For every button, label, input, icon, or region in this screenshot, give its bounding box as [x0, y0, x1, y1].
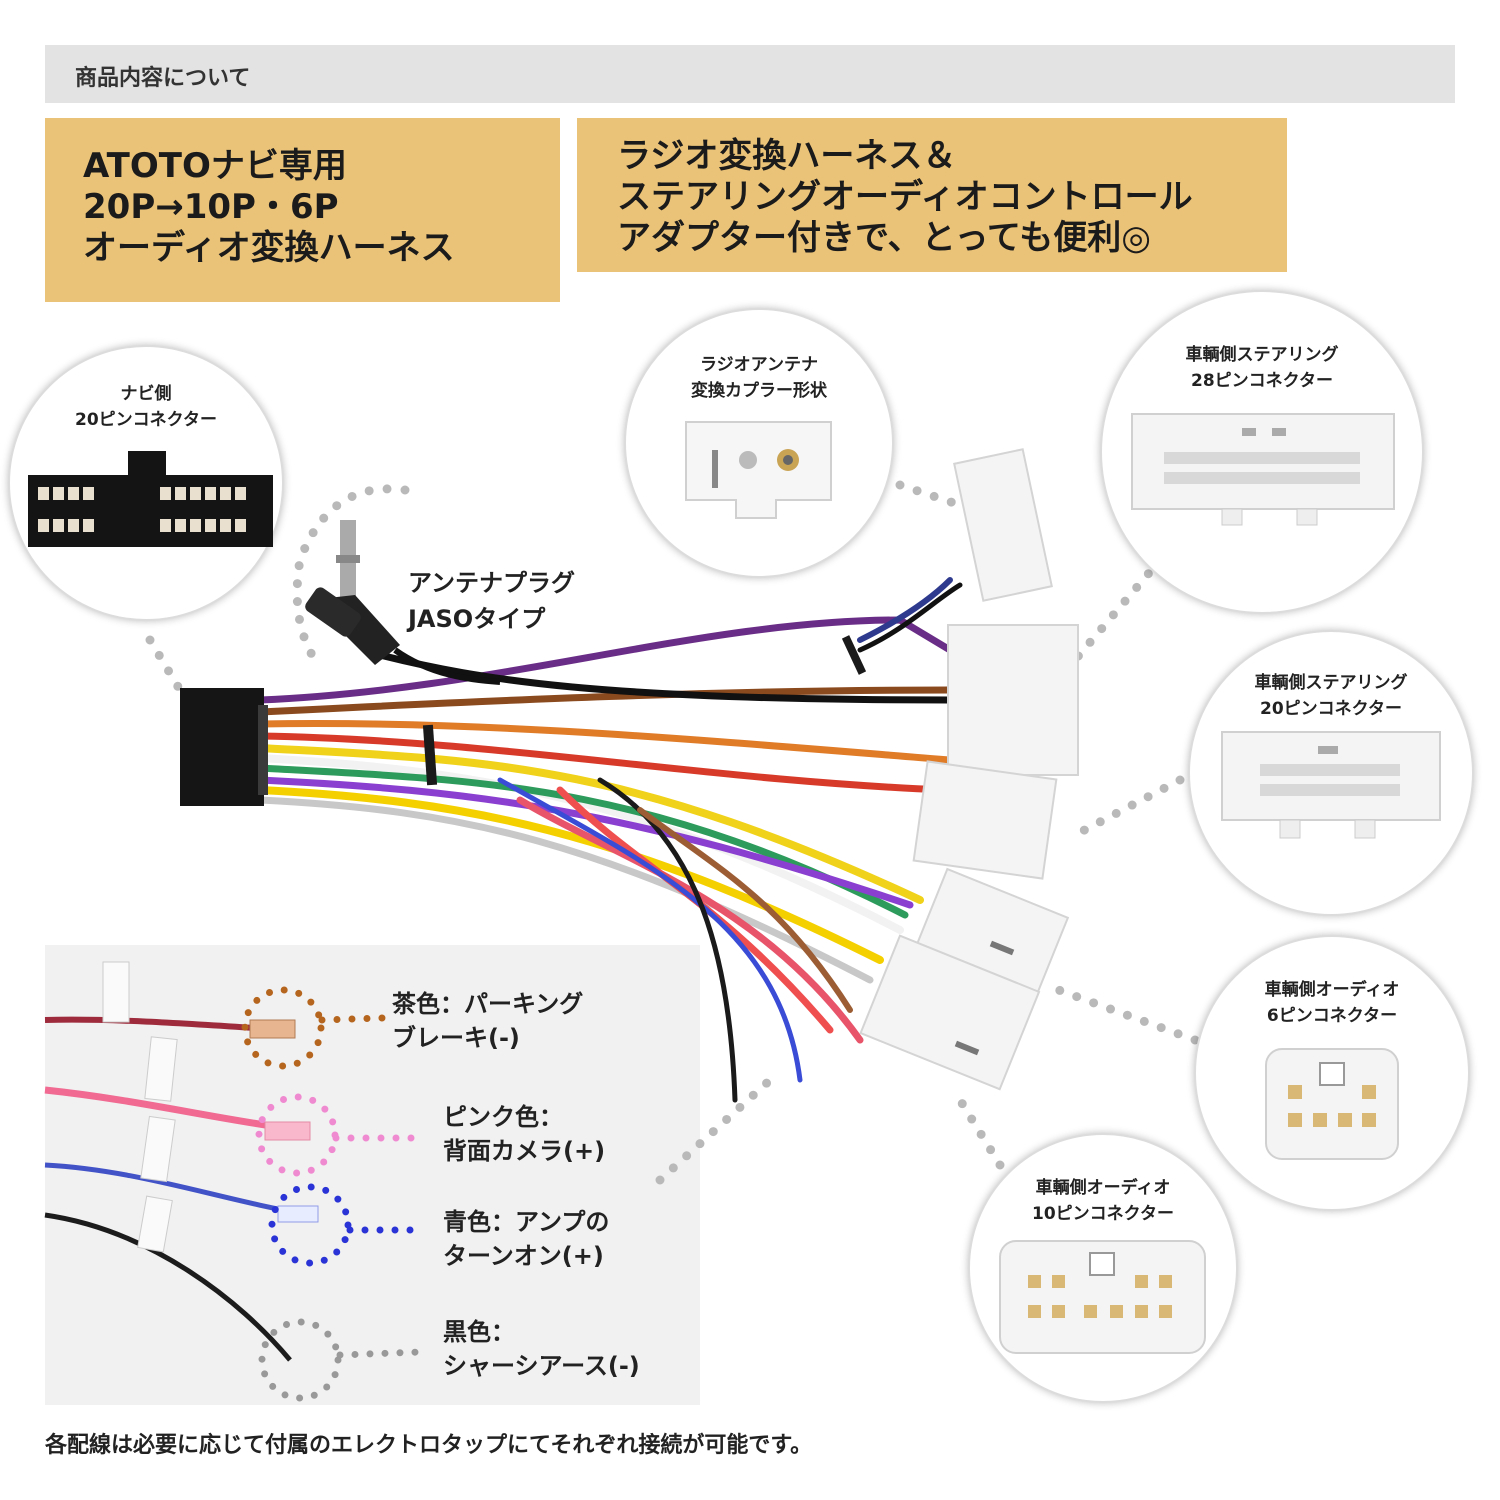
leader-lines: [145, 480, 1200, 1185]
audio-6pin-label-line-2: 6ピンコネクター: [1266, 1006, 1398, 1026]
product-title-box: ATOTOナビ専用 20P→10P・6P オーディオ変換ハーネス: [45, 118, 560, 302]
radio-antenna-callout: ラジオアンテナ 変換カプラー形状: [624, 308, 894, 578]
steering-20pin-label-line-2: 20ピンコネクター: [1260, 699, 1402, 719]
wire-legend-pink-line-1: ピンク色：: [443, 1103, 563, 1131]
header-bar: 商品内容について: [45, 45, 1455, 103]
audio-10pin-callout: 車輌側オーディオ 10ピンコネクター: [968, 1133, 1238, 1403]
antenna-plug-label-line-1: アンテナプラグ: [408, 569, 576, 597]
wire-legend-brown: 茶色：パーキング ブレーキ(-): [392, 987, 583, 1055]
navi-20pin-label-line-2: 20ピンコネクター: [75, 410, 217, 430]
wire-legend-pink: ピンク色： 背面カメラ(+): [443, 1100, 605, 1168]
antenna-plug-label-line-2: JASOタイプ: [408, 605, 546, 633]
feature-box: ラジオ変換ハーネス＆ ステアリングオーディオコントロール アダプター付きで、とっ…: [577, 118, 1287, 272]
navi-20pin-callout: ナビ側 20ピンコネクター: [8, 345, 284, 621]
audio-6pin-label-line-1: 車輌側オーディオ: [1264, 980, 1400, 1000]
wire-legend-blue-line-1: 青色：アンプの: [443, 1208, 610, 1236]
wire-legend-pink-line-2: 背面カメラ(+): [443, 1137, 606, 1165]
wire-legend-black-line-2: シャーシアース(-): [443, 1352, 640, 1380]
header-title: 商品内容について: [75, 66, 251, 91]
navi-20pin-connector-body: [180, 688, 264, 806]
audio-6pin-connector-icon: [1265, 1048, 1399, 1160]
radio-antenna-label-line-1: ラジオアンテナ: [700, 355, 818, 375]
steering-28pin-connector-icon: [1131, 413, 1395, 526]
steering-20pin-connector-icon: [1221, 731, 1441, 839]
wire-legend-black: 黒色： シャーシアース(-): [443, 1315, 640, 1383]
wire-legend-black-line-1: 黒色：: [443, 1318, 515, 1346]
steering-28pin-callout: 車輌側ステアリング 28ピンコネクター: [1100, 290, 1424, 614]
navi-20pin-label-line-1: ナビ側: [120, 384, 172, 404]
product-title-line-2: 20P→10P・6P: [83, 187, 339, 227]
audio-10pin-label-line-1: 車輌側オーディオ: [1035, 1178, 1171, 1198]
wire-legend-blue: 青色：アンプの ターンオン(+): [443, 1205, 609, 1273]
feature-line-2: ステアリングオーディオコントロール: [617, 177, 1193, 217]
radio-antenna-label-line-2: 変換カプラー形状: [691, 381, 827, 401]
antenna-plug-graphic: [305, 520, 501, 685]
steering-28pin-label-line-2: 28ピンコネクター: [1191, 371, 1333, 391]
steering-20pin-callout: 車輌側ステアリング 20ピンコネクター: [1188, 630, 1474, 916]
product-title-line-1: ATOTOナビ専用: [83, 146, 347, 186]
wire-bundle: [256, 577, 963, 1103]
audio-6pin-callout: 車輌側オーディオ 6ピンコネクター: [1194, 935, 1470, 1211]
feature-line-3: アダプター付きで、とっても便利◎: [617, 218, 1151, 258]
wire-legend-brown-line-1: 茶色：パーキング: [392, 990, 584, 1018]
footnote: 各配線は必要に応じて付属のエレクトロタップにてそれぞれ接続が可能です。: [45, 1433, 813, 1458]
antenna-plug-label: アンテナプラグ JASOタイプ: [408, 565, 575, 637]
navi-20pin-connector-icon: [28, 451, 273, 547]
product-title-line-3: オーディオ変換ハーネス: [83, 228, 455, 268]
steering-28pin-label-line-1: 車輌側ステアリング: [1185, 345, 1339, 365]
wire-legend-blue-line-2: ターンオン(+): [443, 1242, 604, 1270]
audio-10pin-label-line-2: 10ピンコネクター: [1032, 1204, 1174, 1224]
vehicle-connectors-graphic: [859, 448, 1079, 1091]
steering-20pin-label-line-1: 車輌側ステアリング: [1254, 673, 1408, 693]
radio-antenna-coupler-icon: [685, 421, 832, 519]
wire-legend-brown-line-2: ブレーキ(-): [392, 1024, 520, 1052]
audio-10pin-connector-icon: [999, 1240, 1206, 1354]
feature-line-1: ラジオ変換ハーネス＆: [617, 136, 957, 176]
